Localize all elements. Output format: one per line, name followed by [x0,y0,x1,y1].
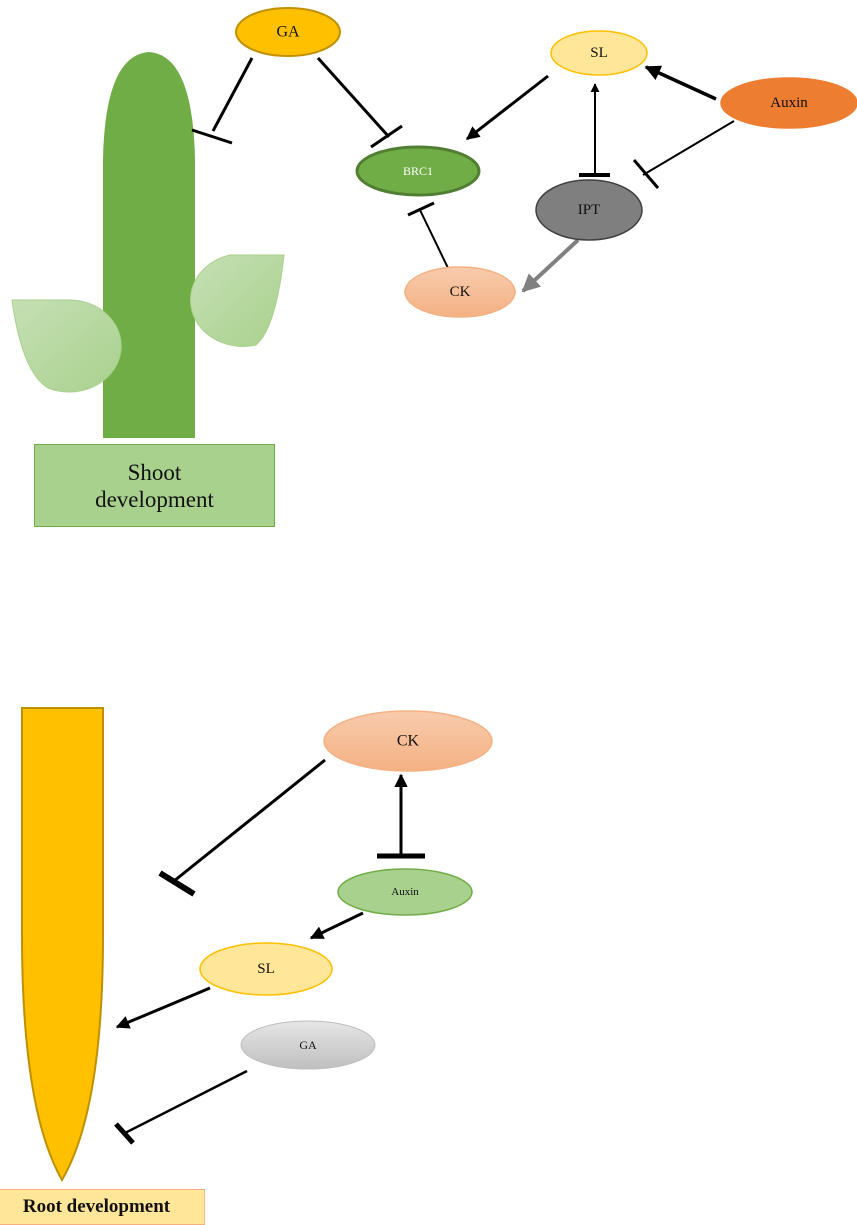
node-brc1-label: BRC1 [403,164,433,178]
root-illustration [21,707,104,1182]
node-brc1: BRC1 [355,145,481,197]
shoot-edges [191,56,735,293]
edge-auxin-inhibits-ipt [642,120,735,176]
edge-ga-inhibits-brc1-bar [370,124,403,149]
node-ga-shoot-label: GA [276,24,300,41]
edge-auxin-promotes-sl-root [309,911,364,940]
edge-ga-inhibits-brc1 [316,56,391,139]
node-ga-root: GA [240,1020,376,1070]
edge-ck-inhibits-brc1 [419,209,449,269]
left-leaf [11,299,122,393]
node-auxin-shoot: Auxin [720,77,857,129]
node-sl-root-label: SL [257,961,275,977]
right-leaf [190,254,285,347]
node-ipt-label: IPT [578,202,601,218]
node-sl-shoot-label: SL [590,45,608,61]
node-ga-root-label: GA [299,1038,317,1052]
edge-auxin-promotes-sl [644,65,717,101]
edge-ck-inhibits-root-bar [158,870,196,897]
node-auxin-root-label: Auxin [391,886,419,898]
root-development-caption: Root development [0,1189,205,1225]
node-ga-shoot: GA [235,7,341,57]
edge-ga-inhibits-root-bar [114,1122,135,1145]
node-ck-shoot: CK [404,266,516,318]
root-nodes: CK Auxin SL GA [199,710,493,1070]
shoot-caption-line1: Shoot [127,459,182,485]
edge-ga-inhibits-root [124,1069,248,1135]
edge-ck-inhibits-root [173,758,326,883]
shoot-caption-line2: development [95,486,214,512]
edge-ipt-promotes-ck [521,238,580,293]
node-auxin-shoot-label: Auxin [770,95,808,111]
edge-auxin-inhibits-ipt-bar [632,159,660,189]
shoot-illustration [11,52,285,438]
node-sl-shoot: SL [550,30,648,76]
edge-ga-inhibits-shoot [211,57,254,132]
node-auxin-root: Auxin [337,868,473,916]
shoot-stem [103,52,195,438]
node-ck-shoot-label: CK [450,284,471,300]
root-edges [114,758,425,1145]
edge-sl-promotes-brc1 [465,74,549,141]
shoot-development-caption: Shoot development [34,444,275,527]
edge-ck-inhibits-brc1-bar [407,201,435,217]
node-ck-root-label: CK [397,733,420,750]
node-ipt: IPT [535,179,643,241]
edge-sl-promotes-root [115,986,211,1029]
shoot-nodes: GA SL Auxin BRC1 IPT CK [235,7,857,318]
edge-ga-inhibits-shoot-bar [191,128,233,145]
node-sl-root: SL [199,942,333,996]
node-ck-root: CK [323,710,493,772]
